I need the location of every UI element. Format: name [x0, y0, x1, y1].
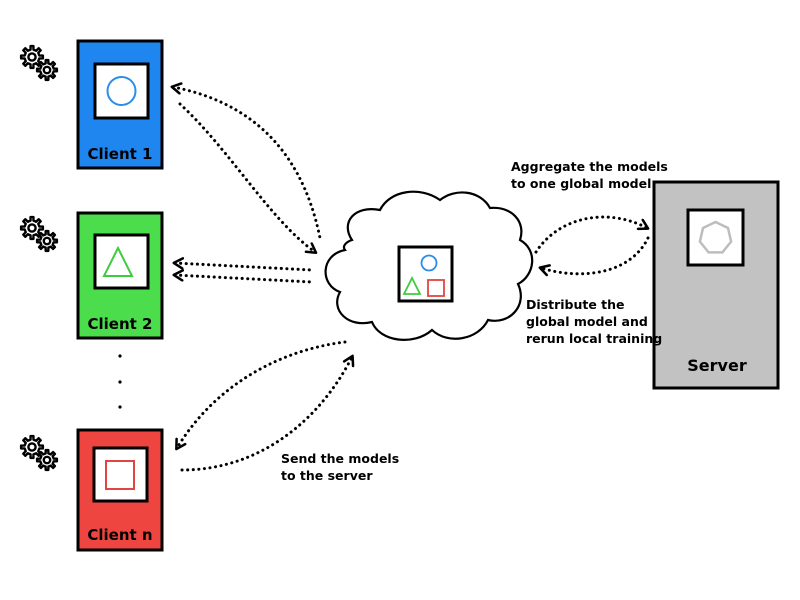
aggregate-line-1: Aggregate the models	[511, 159, 668, 174]
gears-icon	[19, 215, 59, 253]
distribute-line-1: Distribute the	[526, 297, 625, 312]
send-line-2: to the server	[281, 468, 373, 483]
aggregate-annotation: Aggregate the models to one global model	[511, 158, 668, 192]
square-model-icon	[427, 279, 445, 297]
server-box	[652, 180, 780, 390]
client-2-box	[76, 211, 164, 340]
client-n-box	[76, 428, 164, 552]
distribute-annotation: Distribute the global model and rerun lo…	[526, 296, 662, 347]
client-2-label: Client 2	[87, 315, 153, 333]
server-label: Server	[687, 356, 747, 375]
client-1-label: Client 1	[87, 145, 153, 163]
arrow-client2-to-cloud	[172, 257, 314, 272]
triangle-model-icon	[102, 245, 134, 277]
send-annotation: Send the models to the server	[281, 450, 399, 484]
circle-model-icon	[420, 254, 438, 272]
gears-icon	[19, 434, 59, 472]
heptagon-global-model-icon	[698, 220, 733, 254]
distribute-line-3: rerun local training	[526, 331, 663, 346]
send-line-1: Send the models	[281, 451, 400, 466]
arrow-cloud-to-server	[534, 215, 650, 254]
arrow-client1-cloud	[170, 82, 322, 240]
arrow-server-to-cloud	[538, 236, 650, 277]
arrow-cloud-to-client2	[172, 269, 314, 284]
gears-icon	[19, 44, 59, 82]
client-ellipsis	[118, 354, 122, 409]
aggregate-line-2: to one global model	[511, 176, 652, 191]
client-1-box	[76, 39, 164, 170]
client-n-label: Client n	[87, 526, 153, 544]
arrow-cloud-to-clientn	[175, 340, 347, 451]
triangle-model-icon	[402, 275, 422, 295]
circle-model-icon	[106, 76, 137, 106]
distribute-line-2: global model and	[526, 314, 648, 329]
arrow-clientn-to-cloud	[180, 354, 355, 472]
cloud-icon	[324, 190, 534, 341]
square-model-icon	[105, 460, 135, 490]
arrow-cloud-client1	[178, 102, 318, 254]
